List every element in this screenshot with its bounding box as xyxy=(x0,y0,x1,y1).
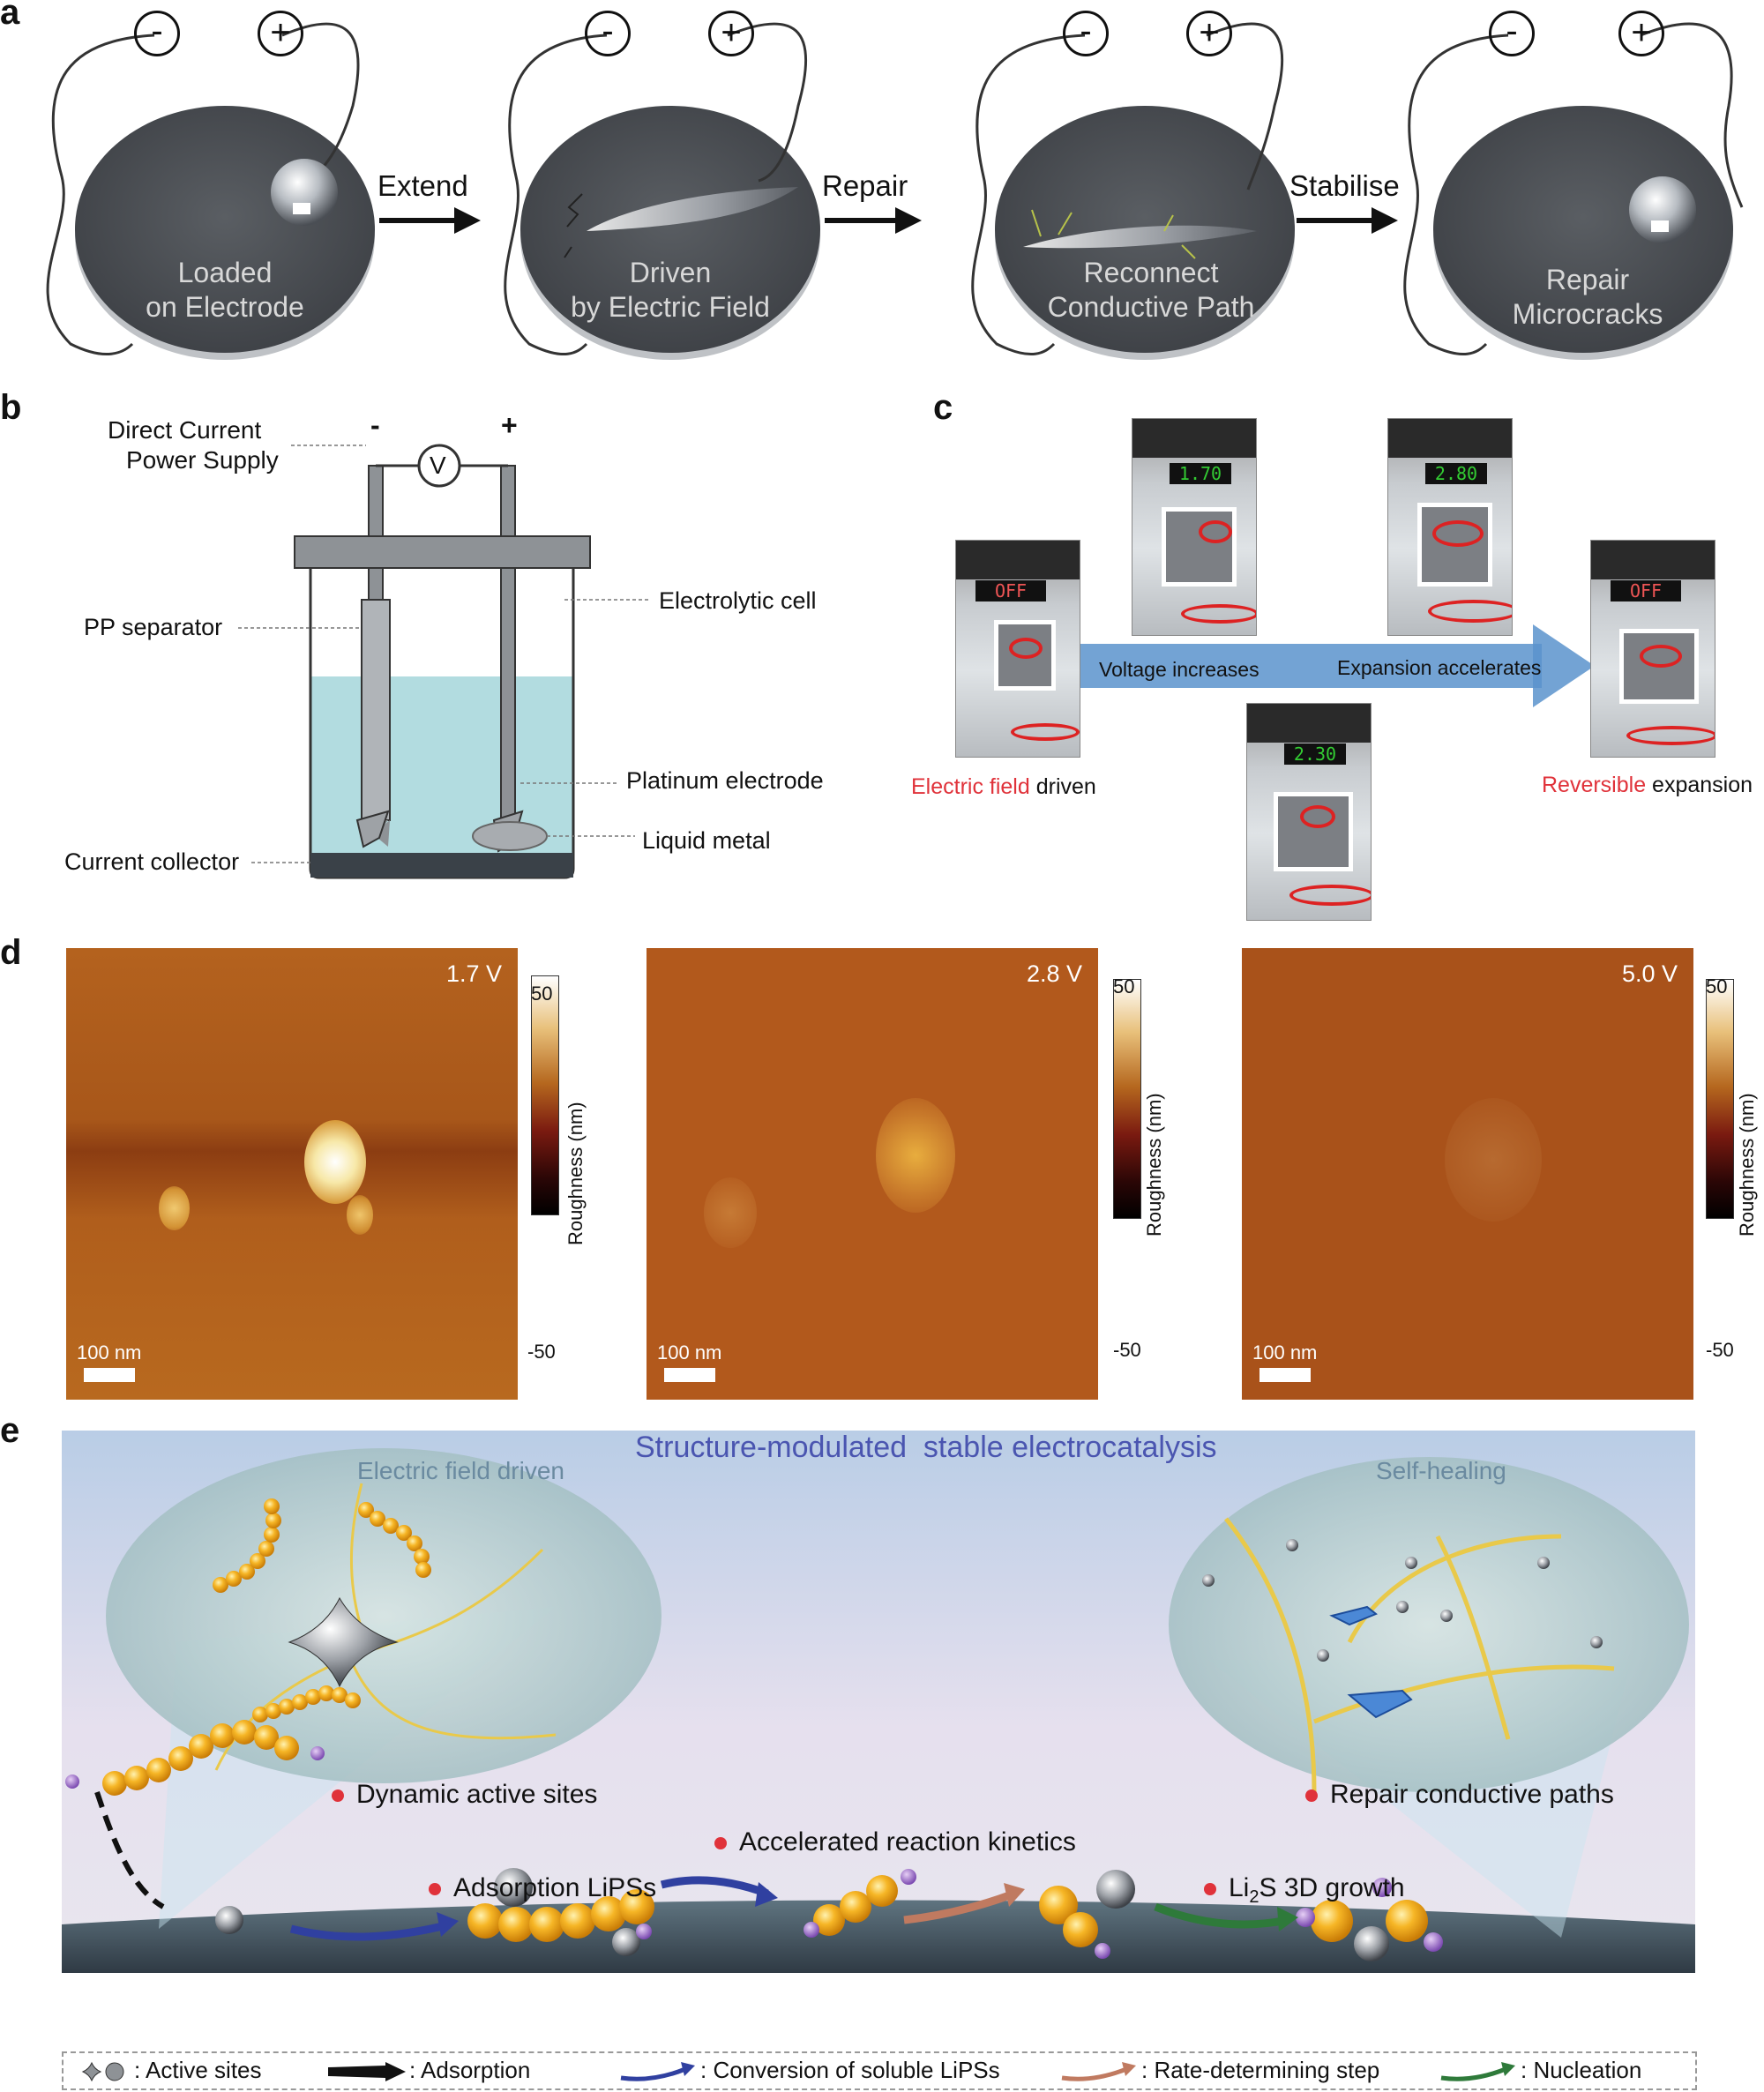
photo-2-30v: 2.30 xyxy=(1246,703,1372,921)
plus-terminal-icon: + xyxy=(708,11,754,56)
afm-map-5-0v: 5.0 V 100 nm xyxy=(1242,948,1693,1400)
bullet-dot xyxy=(1305,1789,1318,1803)
afm-voltage-label: 2.8 V xyxy=(1026,960,1082,987)
voltage-increases-label: Voltage increases xyxy=(1099,658,1259,681)
arrow-label-repair: Repair xyxy=(822,169,908,202)
afm-voltage-label: 5.0 V xyxy=(1621,960,1678,987)
scale-bar-label: 100 nm xyxy=(77,1341,142,1364)
panel-e-title: Structure-modulated stable electrocataly… xyxy=(635,1431,1217,1464)
colorbar-max: 50 xyxy=(1113,975,1135,997)
pp-separator-label: PP separator xyxy=(84,614,223,640)
disk-2 xyxy=(504,22,820,360)
arrow-label-extend: Extend xyxy=(377,169,468,202)
voltmeter-icon: V xyxy=(430,452,446,479)
positive-sign: + xyxy=(501,409,518,441)
reversible-expansion-caption: Reversible expansion xyxy=(1542,773,1753,797)
active-sites-icon xyxy=(81,2061,124,2082)
plus-terminal-icon: + xyxy=(258,11,303,56)
panel-label-b: b xyxy=(0,388,22,427)
rate-arrow-icon xyxy=(1061,2062,1136,2081)
colorbar-label: Roughness (nm) xyxy=(1143,1093,1165,1237)
bullet-li2s-growth: Li2S 3D growth xyxy=(1204,1873,1405,1908)
photo-2-80v: 2.80 xyxy=(1387,418,1513,636)
arrow-label-stabilise: Stabilise xyxy=(1289,169,1400,202)
minus-terminal-icon: - xyxy=(134,11,180,56)
disk-3 xyxy=(971,22,1295,360)
scale-bar xyxy=(1259,1368,1311,1382)
legend-adsorption: : Adsorption xyxy=(409,2057,531,2083)
colorbar-label: Roughness (nm) xyxy=(1736,1093,1758,1237)
disk-1 xyxy=(46,22,375,360)
power-supply-label-line2: Power Supply xyxy=(126,446,279,474)
colorbar-max: 50 xyxy=(531,982,553,1005)
legend-conversion: : Conversion of soluble LiPSs xyxy=(700,2057,1000,2083)
electrolytic-cell-diagram xyxy=(238,444,648,879)
bullet-dynamic-active-sites: Dynamic active sites xyxy=(332,1780,597,1810)
electrolytic-cell-label: Electrolytic cell xyxy=(659,587,817,614)
bullet-dot xyxy=(332,1789,344,1803)
voltage-arrow xyxy=(1074,624,1595,707)
plus-terminal-icon: + xyxy=(1186,11,1232,56)
adsorption-arrow-icon xyxy=(328,2062,406,2081)
afm-map-1-7v: 1.7 V 100 nm xyxy=(66,948,518,1400)
legend-active-sites: : Active sites xyxy=(134,2057,262,2083)
negative-sign: - xyxy=(370,409,380,441)
bullet-adsorption-lipss: Adsorption LiPSs xyxy=(429,1873,656,1903)
colorbar-1 xyxy=(531,975,559,1215)
panel-e-legend: : Active sites : Adsorption : Conversion… xyxy=(62,2051,1697,2090)
photo-1-70v: 1.70 xyxy=(1132,418,1257,636)
current-collector-label: Current collector xyxy=(64,848,240,875)
power-supply-label-line1: Direct Current xyxy=(108,416,262,444)
photo-off-right: OFF xyxy=(1590,540,1715,758)
liquid-metal-label: Liquid metal xyxy=(642,827,771,854)
minus-terminal-icon: - xyxy=(1489,11,1535,56)
panel-e-illustration xyxy=(62,1431,1695,1973)
disk-4 xyxy=(1403,22,1744,360)
right-bubble-title: Self-healing xyxy=(1376,1457,1506,1484)
panel-label-c: c xyxy=(933,388,953,427)
afm-map-2-8v: 2.8 V 100 nm xyxy=(647,948,1098,1400)
left-bubble-title: Electric field driven xyxy=(357,1457,564,1484)
panel-label-d: d xyxy=(0,933,22,972)
legend-nucleation: : Nucleation xyxy=(1521,2057,1642,2083)
colorbar-min: -50 xyxy=(527,1341,556,1363)
legend-rate-determining: : Rate-determining step xyxy=(1141,2057,1380,2083)
nucleation-arrow-icon xyxy=(1440,2062,1515,2081)
bullet-accelerated-kinetics: Accelerated reaction kinetics xyxy=(714,1827,1076,1857)
scale-bar xyxy=(664,1368,715,1382)
panel-label-e: e xyxy=(0,1411,20,1450)
conversion-arrow-icon xyxy=(620,2062,695,2081)
colorbar-2 xyxy=(1113,979,1141,1219)
panel-a-illustration xyxy=(46,22,1744,360)
bullet-dot xyxy=(429,1883,441,1896)
colorbar-max: 50 xyxy=(1706,975,1728,997)
scale-bar-label: 100 nm xyxy=(1252,1341,1318,1364)
bullet-dot xyxy=(714,1837,727,1850)
colorbar-label: Roughness (nm) xyxy=(564,1102,587,1245)
bullet-dot xyxy=(1204,1883,1216,1896)
panel-a-arrows xyxy=(379,207,1398,234)
photo-off-left: OFF xyxy=(955,540,1080,758)
scale-bar xyxy=(84,1368,135,1382)
afm-voltage-label: 1.7 V xyxy=(445,960,502,987)
expansion-accelerates-label: Expansion accelerates xyxy=(1337,656,1542,679)
platinum-electrode-label: Platinum electrode xyxy=(626,767,824,794)
panel-label-a: a xyxy=(0,0,20,32)
bullet-repair-conductive-paths: Repair conductive paths xyxy=(1305,1780,1614,1810)
minus-terminal-icon: - xyxy=(585,11,631,56)
scale-bar-label: 100 nm xyxy=(657,1341,722,1364)
electric-field-driven-caption: Electric field driven xyxy=(911,774,1096,799)
plus-terminal-icon: + xyxy=(1618,11,1664,56)
minus-terminal-icon: - xyxy=(1063,11,1109,56)
colorbar-min: -50 xyxy=(1113,1339,1141,1361)
colorbar-min: -50 xyxy=(1706,1339,1734,1361)
colorbar-3 xyxy=(1706,979,1734,1219)
